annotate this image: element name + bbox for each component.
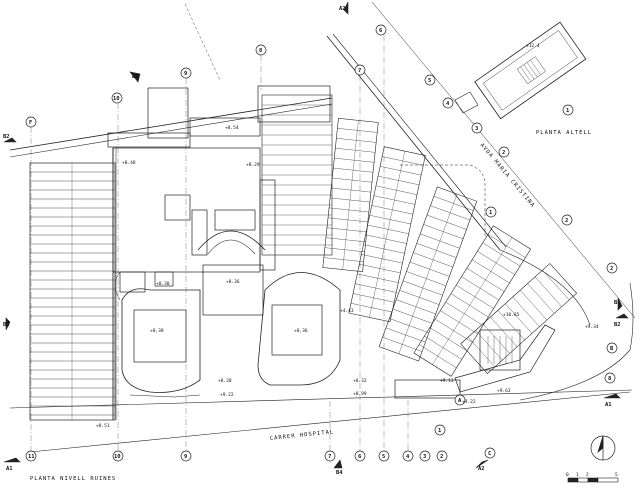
axis-label-bottom-4: 4: [406, 454, 410, 460]
section-label-b2-left: B2: [3, 134, 10, 140]
level-3: +8.29: [246, 162, 260, 168]
central-stair-runs: [261, 94, 578, 377]
axis-label-bottom-3: 3: [423, 454, 426, 460]
level-10: +4.43: [340, 308, 354, 314]
axis-label-left-f: F: [29, 120, 32, 126]
left-stair-block: [29, 162, 116, 421]
level-14: +9.34: [585, 324, 599, 330]
axis-label-bottom-9: 9: [184, 454, 187, 460]
axis-label-top-3: 3: [475, 126, 478, 132]
section-label-b3: B3: [132, 74, 139, 80]
section-label-b1-right: B1: [614, 300, 621, 306]
axis-label-bottom-11: 11: [28, 454, 35, 460]
axis-label-top-6: 6: [379, 28, 383, 34]
level-5: +8.36: [226, 279, 240, 285]
axis-label-bottom-6: 6: [358, 454, 362, 460]
level-11: +9.22: [220, 392, 234, 398]
section-label-b1-left: B1: [3, 322, 10, 328]
street-label-south: CARRER HOSPITAL: [270, 429, 335, 442]
axis-label-top-7: 7: [358, 68, 361, 74]
axis-label-right-b: B: [610, 346, 614, 352]
section-label-b2-right: B2: [614, 322, 621, 328]
scale-label-0: 0: [566, 472, 569, 478]
axis-label-bottom-c: C: [488, 451, 491, 457]
axis-grid-lines: [30, 35, 409, 451]
axis-label-bottom-a: A: [458, 398, 462, 404]
level-7: +8.36: [294, 328, 308, 334]
level-1: +8.48: [122, 160, 136, 166]
axis-bubbles: [25, 24, 618, 462]
section-arrows: [3, 1, 629, 469]
axis-label-top-4: 4: [446, 101, 450, 107]
level-17: +9.13: [440, 378, 454, 384]
site-boundary-lines: [9, 1, 636, 453]
axis-label-bottom-8: 8: [608, 376, 611, 382]
section-label-a1-left: A1: [6, 466, 13, 472]
axis-label-top-8: 8: [259, 48, 262, 54]
north-compass-icon: [590, 435, 616, 461]
roman-ruins: [114, 179, 341, 398]
level-4: +8.30: [156, 281, 170, 287]
level-18: +8.99: [353, 391, 367, 397]
north-wall-rooms: [107, 85, 331, 420]
axis-label-bottom-5: 5: [382, 454, 385, 460]
section-label-a2-bottom: A2: [478, 466, 485, 472]
upper-plan-title: PLANTA ALTELL: [536, 130, 592, 136]
axis-label-bottom-1: 1: [438, 428, 442, 434]
scale-label-1: 1: [576, 472, 579, 478]
axis-label-bottom-7: 7: [328, 454, 331, 460]
section-label-a2-top: A2: [339, 6, 346, 12]
main-plan-title: PLANTA NIVELL RUINES: [30, 476, 116, 482]
section-label-a1-right: A1: [605, 402, 612, 408]
axis-label-top-2: 2: [502, 150, 505, 156]
upper-annex-plan: [454, 21, 587, 120]
level-2: +8.54: [225, 125, 239, 131]
axis-label-top-9: 9: [184, 71, 187, 77]
level-6: +8.38: [150, 328, 164, 334]
axis-label-upper-1: 1: [566, 108, 570, 114]
level-12: +8.51: [96, 423, 110, 429]
axis-label-top-1: 1: [489, 210, 493, 216]
scale-label-2: 2: [586, 472, 589, 478]
axis-label-top-10: 10: [113, 96, 120, 102]
level-15: +9.63: [497, 388, 511, 394]
axis-label-top-5: 5: [428, 78, 431, 84]
level-8: +8.28: [218, 378, 232, 384]
axis-label-right-2: 2: [610, 266, 613, 272]
scale-bar: [567, 477, 619, 483]
level-9: +8.32: [353, 378, 367, 384]
section-label-b4: B4: [336, 470, 343, 476]
axis-label-upper-2: 2: [565, 218, 568, 224]
level-13: +10.65: [503, 312, 520, 318]
southeast-building: [394, 324, 556, 399]
scale-label-5: 5: [615, 472, 618, 478]
axis-label-bottom-10: 10: [114, 454, 121, 460]
level-upper-annex: +12.4: [526, 43, 540, 49]
level-16: +9.22: [462, 399, 476, 405]
axis-label-bottom-2: 2: [440, 454, 443, 460]
